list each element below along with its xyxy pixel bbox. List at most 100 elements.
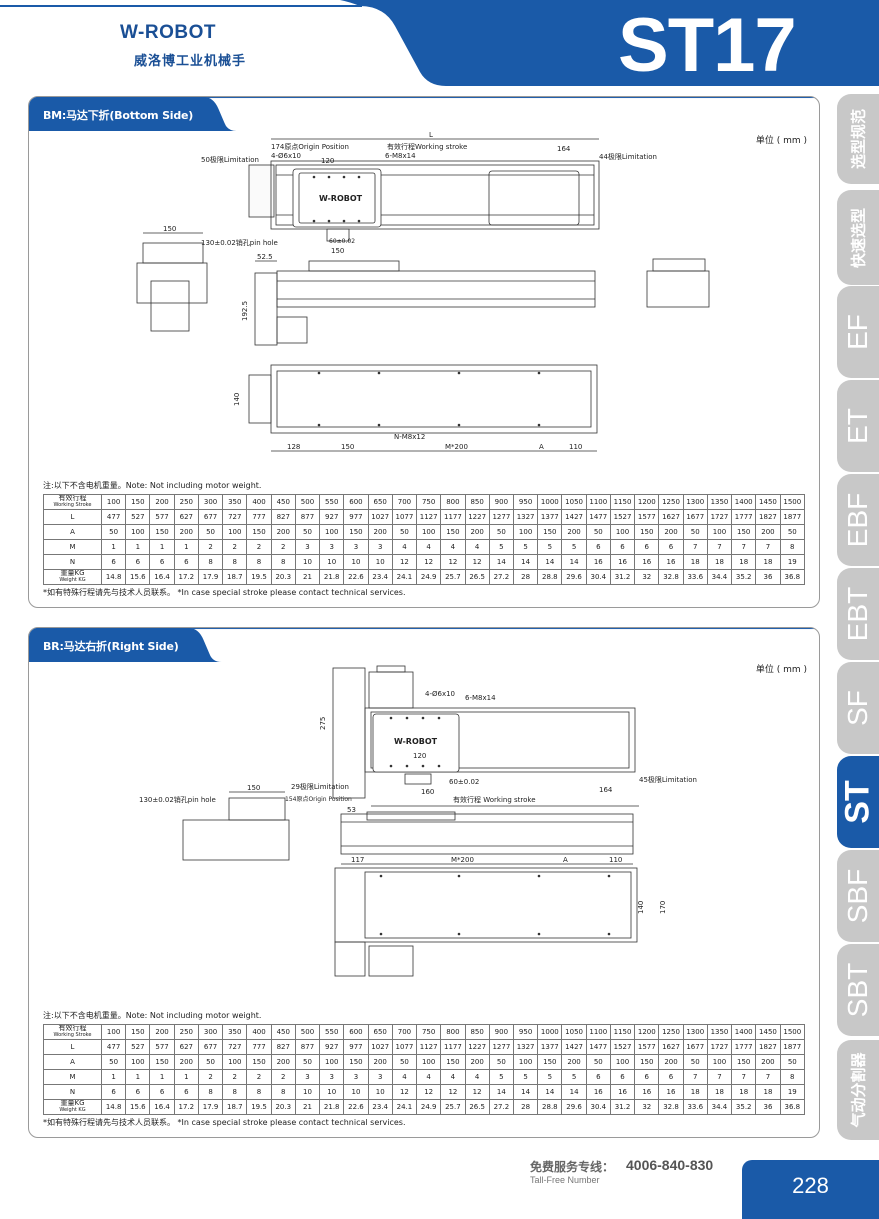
side-tab-3[interactable]: ET	[837, 380, 879, 472]
bm-cell: 200	[270, 524, 296, 540]
bm-cell: 32.8	[658, 569, 684, 585]
br-cell: 150	[149, 1054, 175, 1070]
bm-dim-lim44: 44极限Limitation	[599, 152, 657, 161]
bm-cell: 5	[488, 539, 514, 555]
br-cell: 450	[270, 1024, 296, 1040]
bm-cell: 5	[561, 539, 587, 555]
side-tab-label: EBT	[842, 586, 873, 642]
bm-cell: 50	[197, 524, 224, 540]
br-cell: 50	[197, 1054, 224, 1070]
br-cell: 1300	[682, 1024, 708, 1040]
bm-cell: 18	[755, 554, 781, 570]
bm-row-header: M	[43, 539, 102, 555]
bm-dim-140: 140	[233, 393, 241, 406]
side-tab-0[interactable]: 选型规范	[837, 94, 879, 184]
side-tab-9[interactable]: SBT	[837, 944, 879, 1036]
bm-unit: 单位 ( mm )	[755, 136, 807, 146]
bm-cell: 3	[319, 539, 345, 555]
row-label: N	[69, 557, 76, 566]
company-logo: W-ROBOT 威洛博工业机械手	[120, 22, 270, 72]
side-tab-8[interactable]: SBF	[837, 850, 879, 942]
bm-cell: 10	[294, 554, 321, 570]
br-cell: 200	[755, 1054, 781, 1070]
bm-cell: 950	[512, 494, 539, 510]
br-cell: 6	[658, 1069, 684, 1085]
br-cell: 1877	[779, 1039, 806, 1055]
side-tab-7[interactable]: ST	[837, 756, 879, 848]
side-tab-6[interactable]: SF	[837, 662, 879, 754]
br-row-header: A	[43, 1054, 102, 1070]
bm-cell: 100	[125, 524, 151, 540]
bm-cell: 23.4	[367, 569, 393, 585]
bm-cell: 100	[609, 524, 636, 540]
br-cell: 1127	[416, 1039, 442, 1055]
bm-cell: 1400	[731, 494, 757, 510]
bm-cell: 50	[682, 524, 708, 540]
br-dim-m8: 6-M8x14	[465, 694, 496, 702]
bm-cell: 21.8	[319, 569, 345, 585]
bm-cell: 24.1	[391, 569, 418, 585]
br-cell: 16	[585, 1084, 611, 1100]
bm-dim-52: 52.5	[257, 253, 273, 261]
bm-cell: 1777	[731, 509, 757, 525]
bm-cell: 1100	[585, 494, 611, 510]
bm-cell: 29.6	[561, 569, 587, 585]
br-cell: 20.3	[270, 1099, 296, 1115]
br-cell: 350	[222, 1024, 248, 1040]
br-cell: 6	[609, 1069, 636, 1085]
bm-cell: 200	[149, 494, 175, 510]
bm-cell: 7	[755, 539, 781, 555]
br-cell: 12	[440, 1084, 466, 1100]
br-cell: 1	[173, 1069, 199, 1085]
br-cell: 6	[100, 1084, 127, 1100]
br-cell: 600	[343, 1024, 369, 1040]
bm-cell: 850	[464, 494, 490, 510]
br-cell: 550	[319, 1024, 345, 1040]
br-cell: 2	[270, 1069, 296, 1085]
bm-row-header: A	[43, 524, 102, 540]
br-cell: 1427	[561, 1039, 587, 1055]
br-row-header: L	[43, 1039, 102, 1055]
br-cell: 18	[755, 1084, 781, 1100]
bm-cell: 6	[100, 554, 127, 570]
br-cell: 1350	[706, 1024, 733, 1040]
side-tab-1[interactable]: 快速选型	[837, 190, 879, 285]
bm-cell: 900	[488, 494, 514, 510]
br-cell: 16.4	[149, 1099, 175, 1115]
br-cell: 50	[585, 1054, 611, 1070]
br-cell: 250	[173, 1024, 199, 1040]
br-cell: 17.9	[197, 1099, 224, 1115]
br-cell: 1150	[609, 1024, 636, 1040]
bm-dim-hole: 4-Ø6x10	[271, 152, 301, 160]
bm-carriage-logo: W-ROBOT	[319, 194, 363, 203]
bm-cell: 977	[343, 509, 369, 525]
br-cell: 32.8	[658, 1099, 684, 1115]
bm-cell: 100	[319, 524, 345, 540]
side-tab-2[interactable]: EF	[837, 286, 879, 378]
side-tab-4[interactable]: EBF	[837, 474, 879, 566]
br-cell: 12	[464, 1084, 490, 1100]
br-cell: 100	[319, 1054, 345, 1070]
br-cell: 18	[731, 1084, 757, 1100]
br-cell: 477	[100, 1039, 127, 1055]
br-cell: 877	[294, 1039, 321, 1055]
bm-cell: 15.6	[125, 569, 151, 585]
br-cell: 6	[173, 1084, 199, 1100]
br-carriage-logo: W-ROBOT	[394, 737, 438, 746]
bm-cell: 650	[367, 494, 393, 510]
side-tab-10[interactable]: 气动分割器	[837, 1040, 879, 1140]
side-tab-5[interactable]: EBT	[837, 568, 879, 660]
br-cell: 32	[634, 1099, 660, 1115]
br-cell: 7	[682, 1069, 708, 1085]
bm-cell: 150	[149, 524, 175, 540]
br-cell: 850	[464, 1024, 490, 1040]
bm-cell: 1	[149, 539, 175, 555]
br-cell: 26.5	[464, 1099, 490, 1115]
br-cell: 150	[634, 1054, 660, 1070]
br-cell: 3	[343, 1069, 369, 1085]
